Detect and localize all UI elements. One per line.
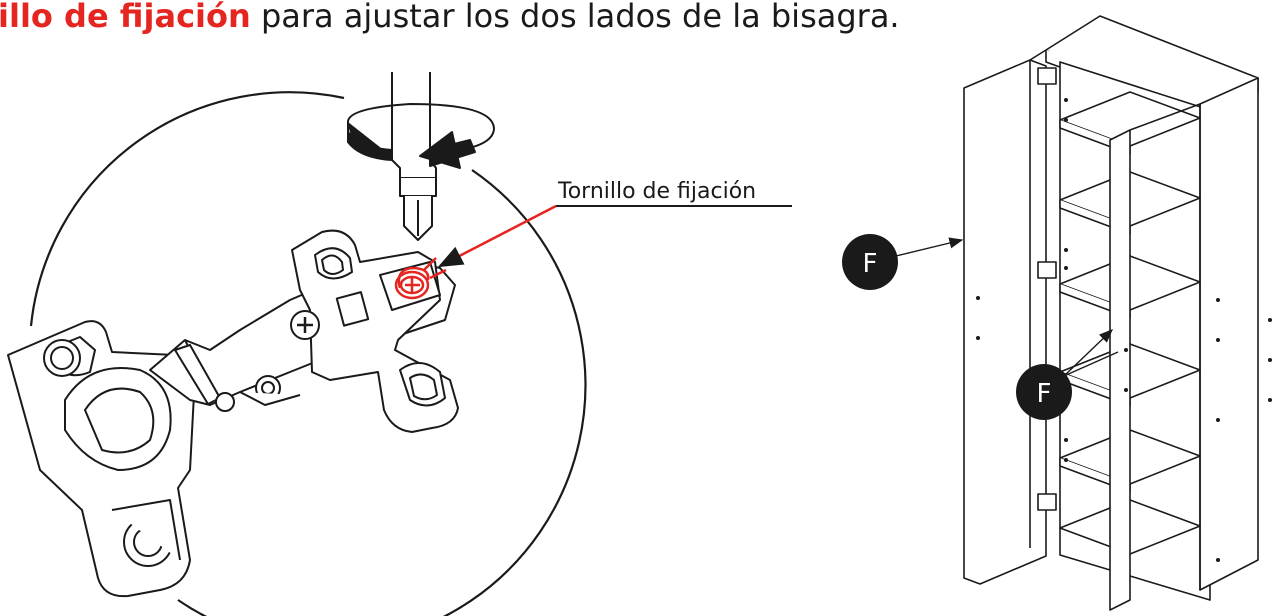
rotation-arrow-icon [347, 103, 495, 169]
badge-label: F [863, 249, 878, 279]
instruction-heading: illo de fijación para ajustar los dos la… [0, 0, 900, 36]
mounting-plate [290, 229, 459, 433]
hinge-cup [7, 320, 196, 598]
callout: Tornillo de fijación [437, 179, 792, 268]
callout-label: Tornillo de fijación [557, 179, 756, 204]
fixing-screw [394, 257, 447, 300]
detail-circle [29, 91, 345, 327]
cabinet [895, 15, 1272, 611]
callout-leader [437, 204, 557, 268]
hinge-detail [7, 72, 587, 616]
heading-rest: para ajustar los dos lados de la bisagra… [250, 0, 900, 35]
badge-label: F [1037, 379, 1052, 409]
panel-badge-f-1: F [842, 234, 898, 290]
panel-badge-f-2: F [1016, 364, 1072, 420]
heading-emphasis: illo de fijación [0, 0, 251, 35]
